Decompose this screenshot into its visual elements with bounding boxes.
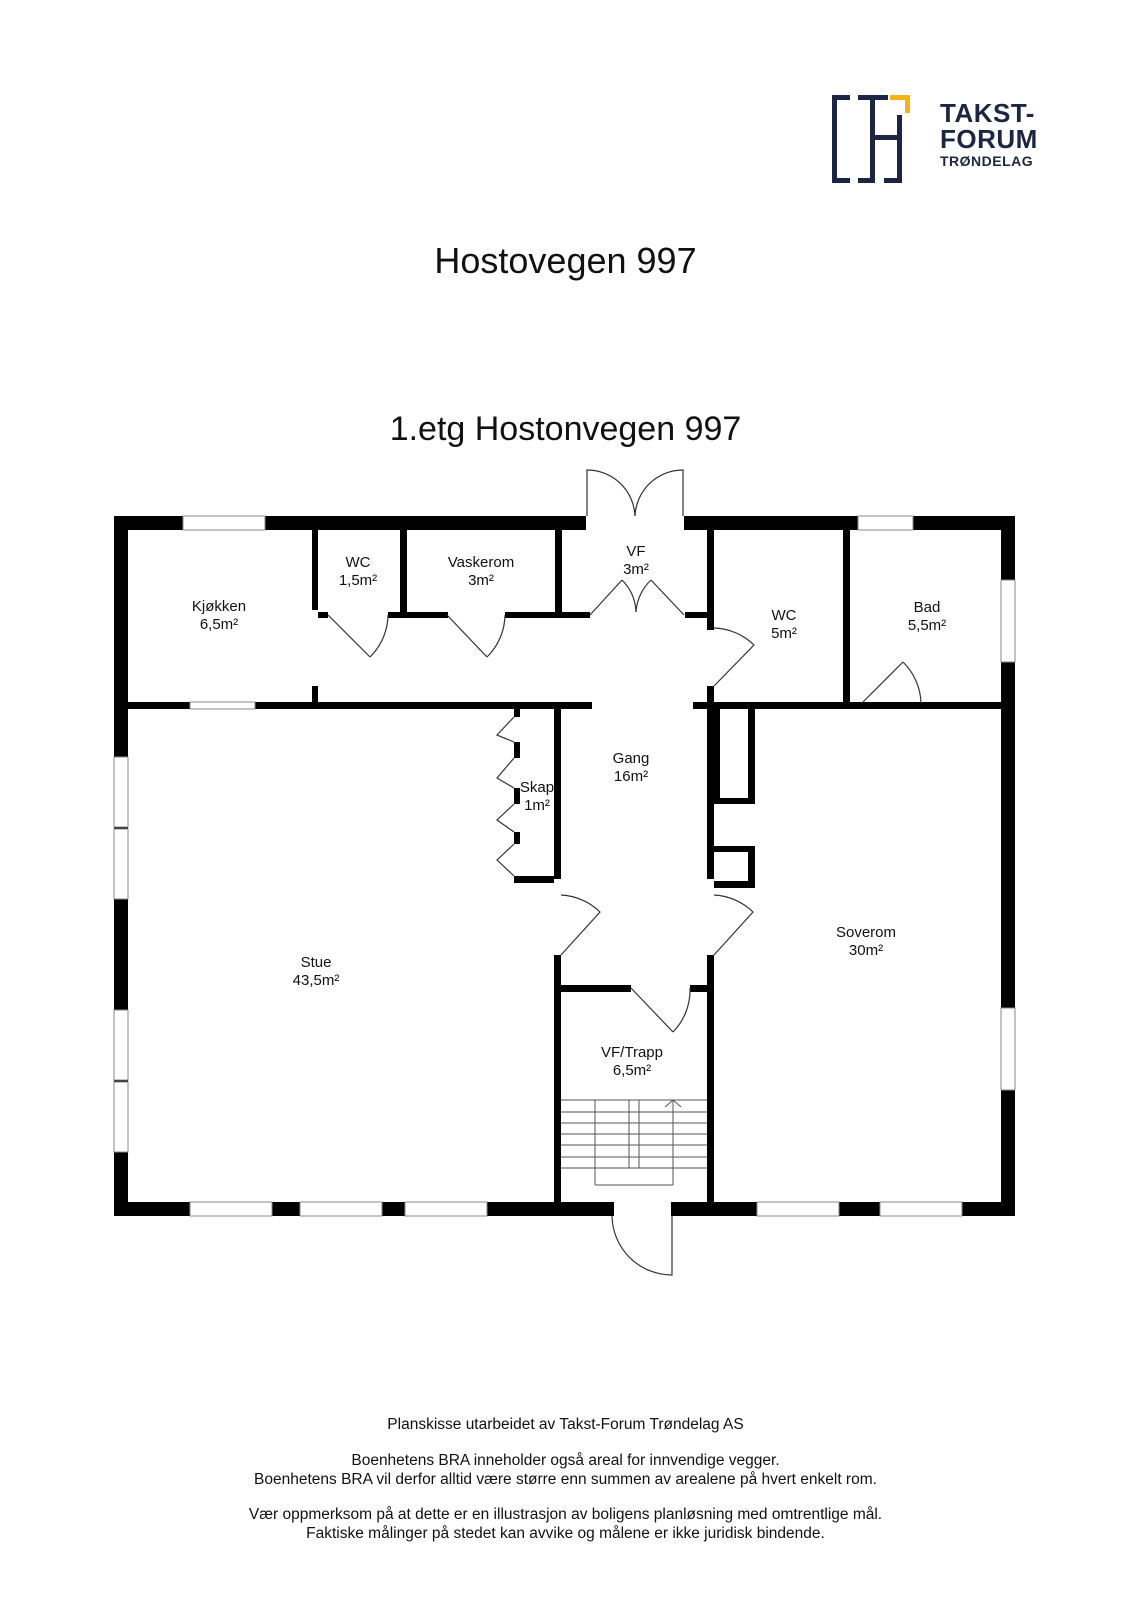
room-area: 43,5m²	[292, 972, 340, 989]
room-area: 6,5m²	[199, 616, 239, 633]
footer-note-3: Vær oppmerksom på at dette er en illustr…	[248, 1506, 883, 1523]
logo-mark-icon	[832, 95, 910, 183]
room-name: Gang	[612, 750, 650, 767]
room-name: WC	[771, 607, 797, 624]
room-name: Skap	[519, 779, 555, 796]
footer-note-1: Boenhetens BRA inneholder også areal for…	[351, 1452, 780, 1469]
room-name: Bad	[913, 599, 941, 616]
room-bad: Bad 5,5m²	[908, 599, 946, 635]
room-area: 3m²	[623, 561, 649, 578]
room-name: Kjøkken	[191, 598, 247, 615]
room-stue: Stue 43,5m²	[293, 954, 340, 990]
footer-note-2: Boenhetens BRA vil derfor alltid være st…	[254, 1471, 877, 1488]
room-name: VF/Trapp	[601, 1044, 663, 1061]
room-gang: Gang 16m²	[613, 750, 650, 786]
room-area: 1m²	[524, 797, 550, 814]
room-area: 5,5m²	[907, 617, 947, 634]
logo-line-1: TAKST-	[940, 98, 1035, 128]
footer-credit: Planskisse utarbeidet av Takst-Forum Trø…	[387, 1416, 744, 1433]
room-area: 16m²	[613, 768, 649, 785]
takst-forum-logo: TAKST- FORUM TRØNDELAG	[832, 95, 1052, 185]
room-skap: Skap 1m²	[520, 779, 554, 815]
room-area: 3m²	[468, 572, 494, 589]
page-title: Hostovegen 997	[434, 240, 697, 281]
room-vaskerom: Vaskerom 3m²	[448, 554, 514, 590]
room-vf-trapp: VF/Trapp 6,5m²	[601, 1044, 663, 1080]
logo-line-3: TRØNDELAG	[940, 153, 1034, 169]
room-soverom: Soverom 30m²	[836, 924, 896, 960]
room-area: 5m²	[771, 625, 797, 642]
room-area: 6,5m²	[612, 1062, 652, 1079]
room-name: Vaskerom	[447, 554, 515, 571]
floor-title: 1.etg Hostonvegen 997	[389, 410, 742, 448]
room-name: Stue	[300, 954, 332, 971]
room-area: 1,5m²	[338, 572, 378, 589]
room-wc-small: WC 1,5m²	[339, 554, 377, 590]
room-kjokken: Kjøkken 6,5m²	[192, 598, 246, 634]
footer-note-4: Faktiske målinger på stedet kan avvike o…	[306, 1525, 825, 1542]
room-vf: VF 3m²	[623, 543, 649, 579]
room-wc-large: WC 5m²	[771, 607, 797, 643]
room-name: WC	[345, 554, 371, 571]
room-name: Soverom	[835, 924, 897, 941]
logo-line-2: FORUM	[940, 124, 1038, 154]
room-name: VF	[626, 543, 646, 560]
room-area: 30m²	[848, 942, 884, 959]
